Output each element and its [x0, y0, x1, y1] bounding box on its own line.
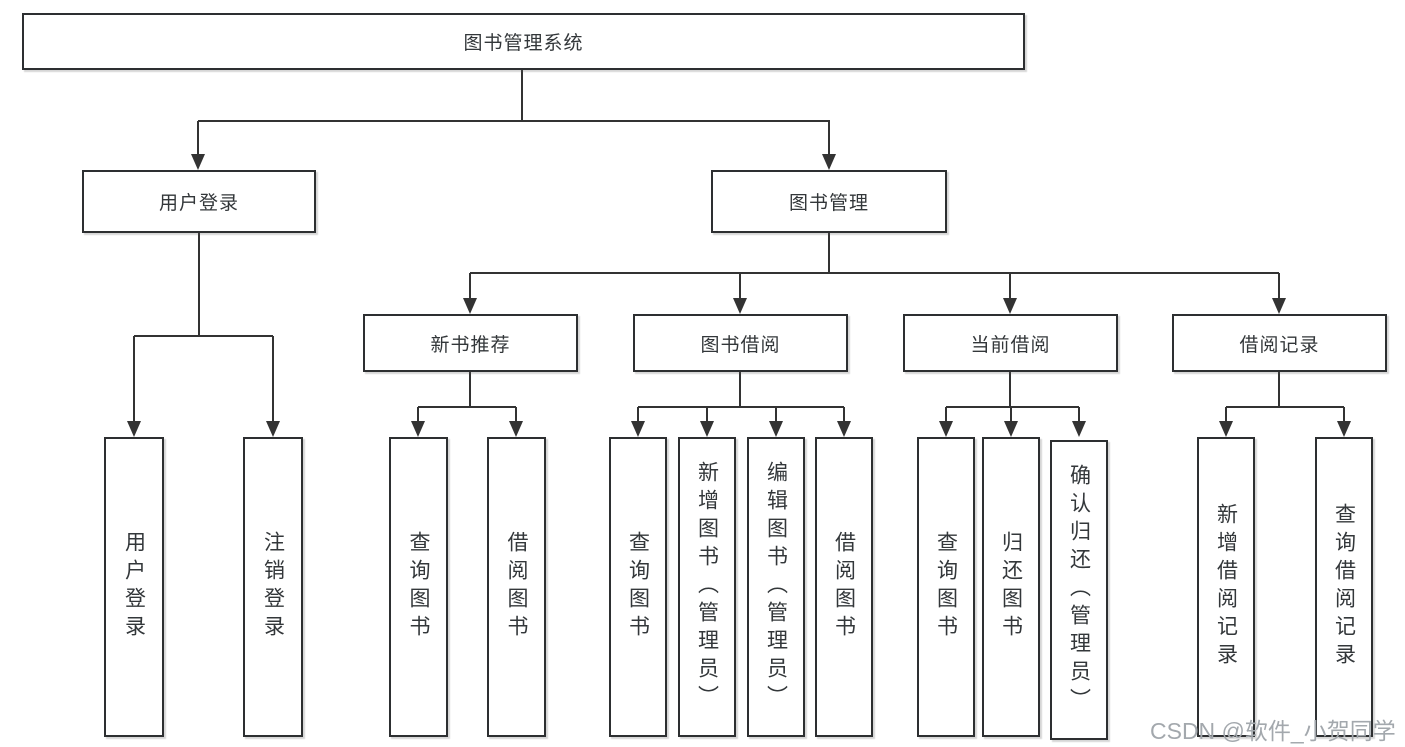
leaf-user-login: 用户登录 — [104, 437, 164, 737]
leaf-logout-label: 注销登录 — [261, 531, 285, 643]
csdn-watermark: CSDN @软件_小贺同学 — [1150, 718, 1396, 744]
leaf-add-books-admin: 新增图书（管理员） — [678, 437, 736, 737]
leaf-borrow-books-1: 借阅图书 — [487, 437, 546, 737]
leaf-add-books-admin-label: 新增图书（管理员） — [695, 461, 719, 713]
node-library-system-label: 图书管理系统 — [463, 33, 584, 54]
node-user-login-label: 用户登录 — [158, 193, 239, 214]
node-library-system: 图书管理系统 — [22, 13, 1025, 70]
leaf-return-books: 归还图书 — [982, 437, 1040, 737]
node-new-book-recommend-label: 新书推荐 — [430, 334, 511, 356]
leaf-return-books-label: 归还图书 — [999, 531, 1023, 643]
node-book-borrow-label: 图书借阅 — [700, 334, 781, 356]
node-book-borrow: 图书借阅 — [633, 314, 848, 372]
leaf-confirm-return-admin-label: 确认归还（管理员） — [1067, 464, 1091, 716]
node-current-borrow-label: 当前借阅 — [970, 334, 1051, 356]
leaf-query-books-1: 查询图书 — [389, 437, 448, 737]
leaf-query-borrow-record-label: 查询借阅记录 — [1332, 503, 1356, 671]
leaf-query-books-3: 查询图书 — [917, 437, 975, 737]
node-borrow-records-label: 借阅记录 — [1239, 334, 1320, 356]
node-book-management: 图书管理 — [711, 170, 947, 233]
leaf-logout: 注销登录 — [243, 437, 303, 737]
leaf-user-login-label: 用户登录 — [122, 531, 146, 643]
leaf-query-borrow-record: 查询借阅记录 — [1315, 437, 1373, 737]
leaf-query-books-2: 查询图书 — [609, 437, 667, 737]
leaf-query-books-2-label: 查询图书 — [626, 531, 650, 643]
node-borrow-records: 借阅记录 — [1172, 314, 1387, 372]
arrow-down-icons — [127, 154, 1351, 437]
leaf-borrow-books-2: 借阅图书 — [815, 437, 873, 737]
leaf-query-books-3-label: 查询图书 — [934, 531, 958, 643]
leaf-confirm-return-admin: 确认归还（管理员） — [1050, 440, 1108, 740]
leaf-borrow-books-2-label: 借阅图书 — [832, 531, 856, 643]
leaf-borrow-books-1-label: 借阅图书 — [505, 531, 528, 643]
leaf-add-borrow-record-label: 新增借阅记录 — [1214, 503, 1238, 671]
leaf-query-books-1-label: 查询图书 — [407, 531, 430, 643]
node-new-book-recommend: 新书推荐 — [363, 314, 578, 372]
node-current-borrow: 当前借阅 — [903, 314, 1118, 372]
leaf-edit-books-admin: 编辑图书（管理员） — [747, 437, 805, 737]
leaf-edit-books-admin-label: 编辑图书（管理员） — [764, 461, 788, 713]
leaf-add-borrow-record: 新增借阅记录 — [1197, 437, 1255, 737]
node-book-management-label: 图书管理 — [788, 193, 869, 214]
node-user-login: 用户登录 — [82, 170, 316, 233]
